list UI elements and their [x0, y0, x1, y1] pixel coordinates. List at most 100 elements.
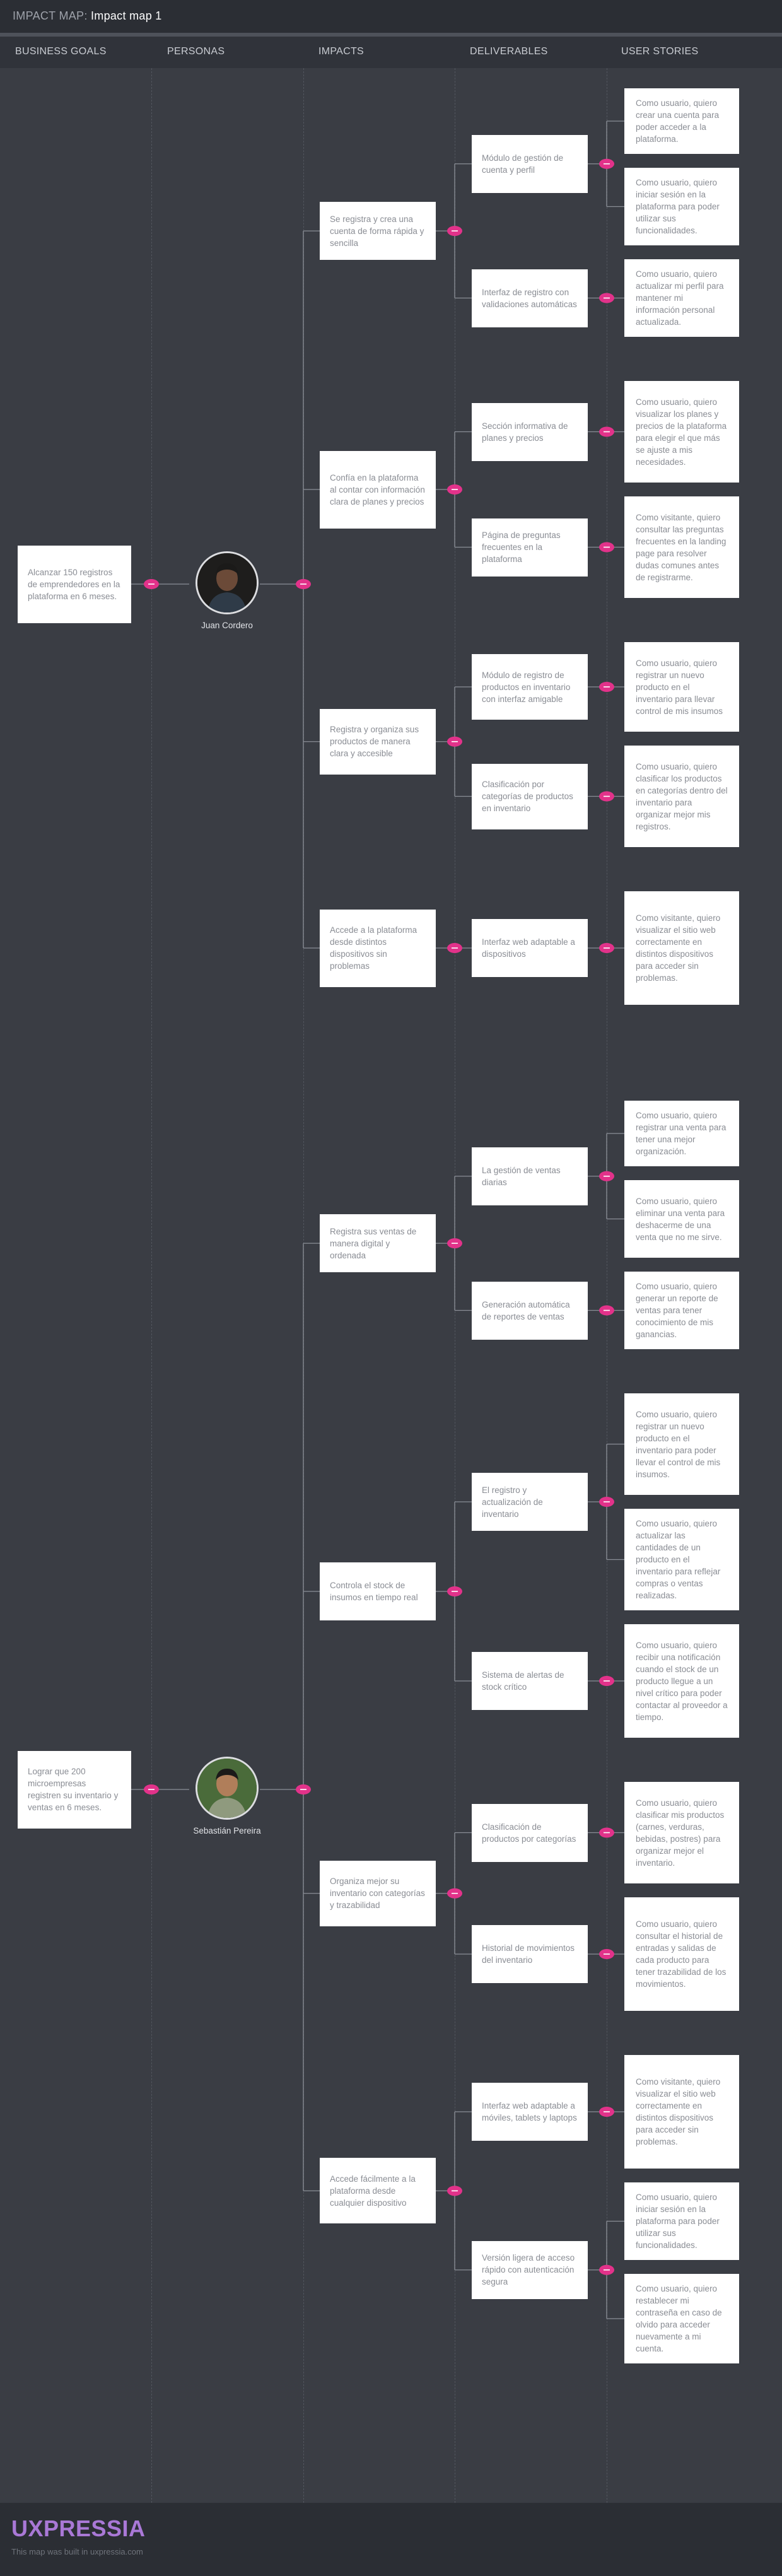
story-card[interactable]: Como usuario, quiero registrar un nuevo …	[624, 1393, 739, 1495]
collapse-toggle-icon[interactable]	[296, 1784, 311, 1794]
story-card[interactable]: Como usuario, quiero consultar el histor…	[624, 1897, 739, 2011]
story-card[interactable]: Como usuario, quiero clasificar mis prod…	[624, 1782, 739, 1883]
impact-card[interactable]: Registra y organiza sus productos de man…	[320, 708, 436, 775]
collapse-toggle-icon[interactable]	[599, 943, 614, 953]
collapse-toggle-icon[interactable]	[447, 1238, 462, 1249]
impact-card[interactable]: Registra sus ventas de manera digital y …	[320, 1214, 436, 1273]
goal-text: Lograr que 200 microempresas registren s…	[28, 1767, 119, 1812]
deliverable-card[interactable]: Módulo de registro de productos en inven…	[472, 654, 588, 720]
collapse-toggle-icon[interactable]	[296, 579, 311, 589]
deliverable-card[interactable]: Sección informativa de planes y precios	[472, 402, 588, 461]
brand-logo[interactable]: UXPRESSIA	[11, 2515, 146, 2541]
collapse-toggle-icon[interactable]	[447, 2186, 462, 2196]
story-card[interactable]: Como usuario, quiero actualizar mi perfi…	[624, 259, 739, 337]
collapse-toggle-icon[interactable]	[447, 943, 462, 953]
collapse-toggle-icon[interactable]	[447, 1586, 462, 1596]
deliverable-card[interactable]: Interfaz web adaptable a móviles, tablet…	[472, 2083, 588, 2141]
collapse-toggle-icon[interactable]	[447, 1888, 462, 1899]
persona[interactable]: Sebastián Pereira	[192, 1757, 262, 1837]
collapse-toggle-icon[interactable]	[144, 579, 159, 589]
collapse-toggle-icon[interactable]	[599, 1497, 614, 1507]
collapse-toggle-icon[interactable]	[599, 542, 614, 553]
deliverable-card[interactable]: Generación automática de reportes de ven…	[472, 1281, 588, 1340]
story-text: Como usuario, quiero recibir una notific…	[636, 1640, 728, 1722]
story-text: Como usuario, quiero registrar un nuevo …	[636, 1409, 721, 1479]
column-separator	[151, 68, 152, 2503]
deliverable-card[interactable]: Interfaz de registro con validaciones au…	[472, 269, 588, 327]
deliverable-card[interactable]: Página de preguntas frecuentes en la pla…	[472, 518, 588, 577]
collapse-toggle-icon[interactable]	[447, 736, 462, 747]
column-headers: BUSINESS GOALS PERSONAS IMPACTS DELIVERA…	[0, 37, 782, 68]
story-text: Como usuario, quiero iniciar sesión en l…	[636, 2193, 720, 2250]
impact-text: Registra sus ventas de manera digital y …	[330, 1226, 417, 1260]
collapse-toggle-icon[interactable]	[599, 2264, 614, 2275]
collapse-toggle-icon[interactable]	[599, 1676, 614, 1686]
story-card[interactable]: Como usuario, quiero eliminar una venta …	[624, 1180, 739, 1258]
deliverable-card[interactable]: Historial de movimientos del inventario	[472, 1925, 588, 1983]
story-card[interactable]: Como usuario, quiero recibir una notific…	[624, 1624, 739, 1738]
deliverable-card[interactable]: Interfaz web adaptable a dispositivos	[472, 919, 588, 977]
story-card[interactable]: Como usuario, quiero actualizar las cant…	[624, 1509, 739, 1610]
story-card[interactable]: Como visitante, quiero consultar las pre…	[624, 496, 739, 598]
deliverable-card[interactable]: Módulo de gestión de cuenta y perfil	[472, 134, 588, 193]
story-card[interactable]: Como usuario, quiero crear una cuenta pa…	[624, 88, 739, 154]
story-card[interactable]: Como usuario, quiero clasificar los prod…	[624, 746, 739, 847]
goal-card[interactable]: Alcanzar 150 registros de emprendedores …	[18, 545, 131, 623]
story-card[interactable]: Como usuario, quiero restablecer mi cont…	[624, 2274, 739, 2363]
deliverable-text: Página de preguntas frecuentes en la pla…	[482, 530, 561, 564]
collapse-toggle-icon[interactable]	[447, 484, 462, 495]
impact-card[interactable]: Accede fácilmente a la plataforma desde …	[320, 2158, 436, 2224]
story-text: Como usuario, quiero iniciar sesión en l…	[636, 178, 720, 235]
story-card[interactable]: Como usuario, quiero registrar un nuevo …	[624, 642, 739, 732]
story-text: Como usuario, quiero clasificar mis prod…	[636, 1798, 725, 1868]
story-text: Como visitante, quiero consultar las pre…	[636, 512, 727, 582]
collapse-toggle-icon[interactable]	[599, 682, 614, 692]
deliverable-text: La gestión de ventas diarias	[482, 1165, 561, 1187]
deliverable-card[interactable]: Clasificación por categorías de producto…	[472, 763, 588, 829]
impact-map-diagram: Como usuario, quiero crear una cuenta pa…	[18, 88, 739, 2363]
goal-text: Alcanzar 150 registros de emprendedores …	[28, 567, 120, 601]
impact-text: Se registra y crea una cuenta de forma r…	[330, 214, 424, 248]
deliverable-card[interactable]: La gestión de ventas diarias	[472, 1147, 588, 1205]
story-text: Como usuario, quiero actualizar las cant…	[636, 1519, 721, 1600]
impact-card[interactable]: Controla el stock de insumos en tiempo r…	[320, 1562, 436, 1620]
deliverable-card[interactable]: Sistema de alertas de stock crítico	[472, 1652, 588, 1710]
collapse-toggle-icon[interactable]	[144, 1784, 159, 1794]
collapse-toggle-icon[interactable]	[599, 426, 614, 437]
story-card[interactable]: Como visitante, quiero visualizar el sit…	[624, 891, 739, 1005]
collapse-toggle-icon[interactable]	[447, 226, 462, 237]
collapse-toggle-icon[interactable]	[599, 1305, 614, 1316]
goal-card[interactable]: Lograr que 200 microempresas registren s…	[18, 1750, 131, 1829]
collapse-toggle-icon[interactable]	[599, 1827, 614, 1838]
persona-name: Sebastián Pereira	[193, 1826, 261, 1835]
impact-card[interactable]: Confía en la plataforma al contar con in…	[320, 450, 436, 529]
collapse-toggle-icon[interactable]	[599, 2107, 614, 2117]
story-card[interactable]: Como usuario, quiero registrar una venta…	[624, 1101, 739, 1166]
collapse-toggle-icon[interactable]	[599, 1171, 614, 1181]
impact-card[interactable]: Accede a la plataforma desde distintos d…	[320, 909, 436, 987]
persona[interactable]: Juan Cordero	[192, 551, 262, 631]
story-card[interactable]: Como usuario, quiero iniciar sesión en l…	[624, 168, 739, 245]
deliverable-card[interactable]: Clasificación de productos por categoría…	[472, 1803, 588, 1862]
impact-card[interactable]: Se registra y crea una cuenta de forma r…	[320, 202, 436, 261]
impact-card[interactable]: Organiza mejor su inventario con categor…	[320, 1860, 436, 1926]
story-card[interactable]: Como visitante, quiero visualizar el sit…	[624, 2055, 739, 2169]
deliverable-text: Sección informativa de planes y precios	[482, 421, 568, 443]
collapse-toggle-icon[interactable]	[599, 791, 614, 802]
column-header-user-stories: USER STORIES	[621, 46, 699, 57]
collapse-toggle-icon[interactable]	[599, 1949, 614, 1959]
deliverable-card[interactable]: Versión ligera de acceso rápido con aute…	[472, 2240, 588, 2299]
story-card[interactable]: Como usuario, quiero visualizar los plan…	[624, 381, 739, 483]
deliverable-text: Interfaz web adaptable a dispositivos	[482, 937, 575, 959]
impact-text: Controla el stock de insumos en tiempo r…	[330, 1581, 418, 1602]
connector-lines	[131, 120, 624, 2319]
collapse-toggle-icon[interactable]	[599, 293, 614, 303]
title-text[interactable]: Impact map 1	[90, 9, 162, 22]
map-title: IMPACT MAP: Impact map 1	[13, 9, 162, 23]
deliverable-card[interactable]: El registro y actualización de inventari…	[472, 1473, 588, 1531]
story-card[interactable]: Como usuario, quiero generar un reporte …	[624, 1272, 739, 1349]
collapse-toggle-icon[interactable]	[599, 158, 614, 169]
story-card[interactable]: Como usuario, quiero iniciar sesión en l…	[624, 2182, 739, 2260]
deliverable-text: Clasificación de productos por categoría…	[482, 1822, 576, 1844]
story-text: Como usuario, quiero registrar una venta…	[636, 1111, 727, 1156]
